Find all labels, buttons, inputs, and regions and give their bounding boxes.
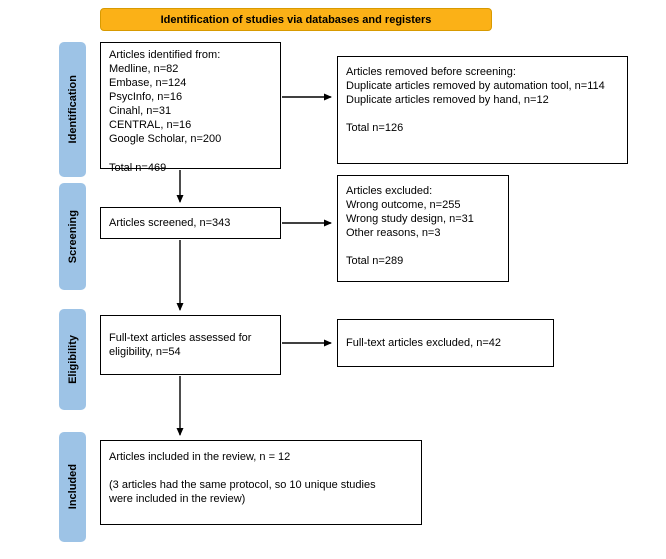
stage-eligibility-label: Eligibility	[66, 335, 79, 384]
stage-included-label: Included	[66, 464, 79, 510]
stage-identification: Identification	[59, 42, 86, 177]
box-articles-removed: Articles removed before screening: Dupli…	[337, 56, 628, 164]
stage-screening: Screening	[59, 183, 86, 290]
box-articles-identified: Articles identified from: Medline, n=82 …	[100, 42, 281, 174]
stage-identification-label: Identification	[66, 75, 79, 144]
box-articles-screened: Articles screened, n=343	[100, 207, 281, 239]
box-fulltext-excluded: Full-text articles excluded, n=42	[337, 319, 554, 367]
stage-eligibility: Eligibility	[59, 309, 86, 410]
box-fulltext-assessed: Full-text articles assessed for eligibil…	[100, 315, 281, 375]
stage-included: Included	[59, 432, 86, 542]
stage-screening-label: Screening	[66, 209, 79, 264]
box-articles-excluded: Articles excluded: Wrong outcome, n=255 …	[337, 175, 509, 282]
box-included-review: Articles included in the review, n = 12 …	[100, 440, 422, 525]
banner-title: Identification of studies via databases …	[100, 8, 492, 31]
